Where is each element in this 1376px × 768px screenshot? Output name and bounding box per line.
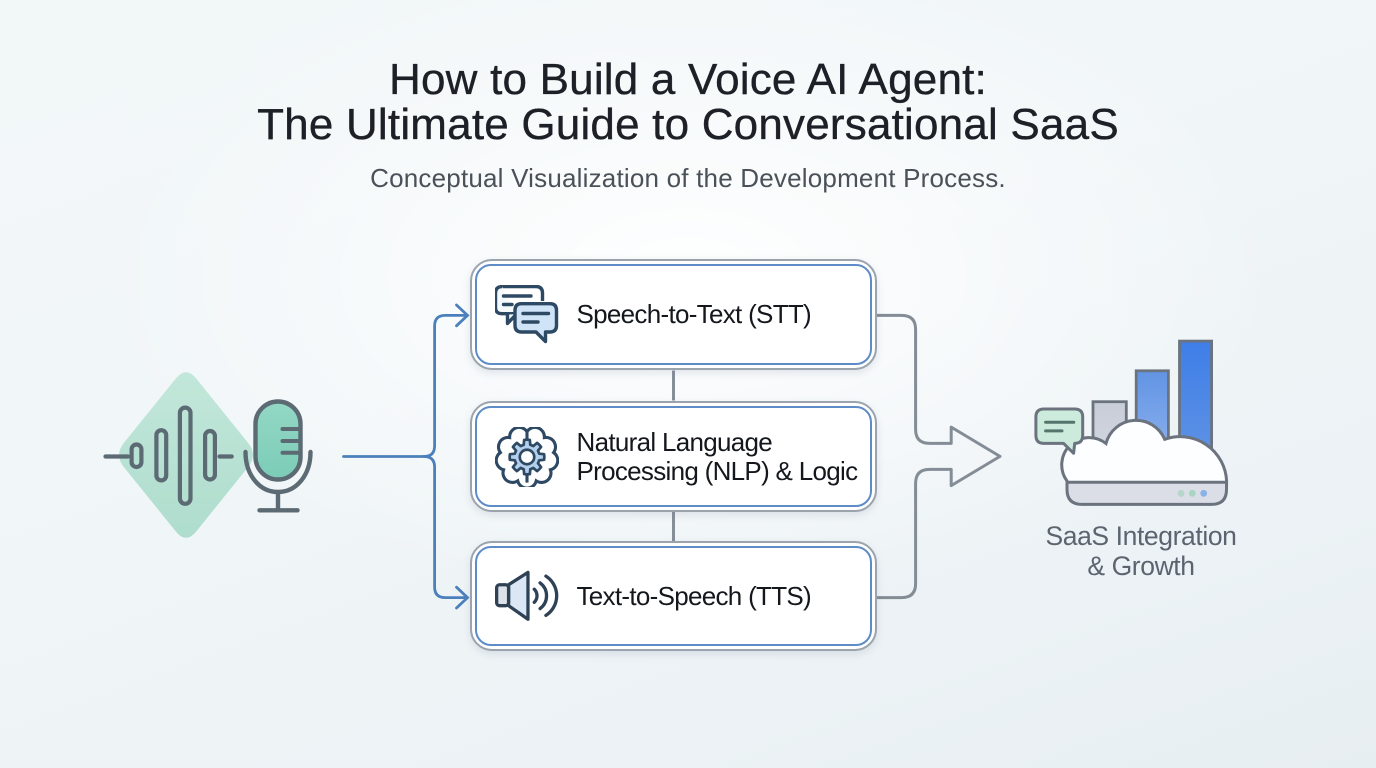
brain-gear-icon (494, 426, 559, 487)
page-title: How to Build a Voice AI Agent: The Ultim… (0, 57, 1376, 147)
step-box-tts: Text-to-Speech (TTS) (470, 541, 877, 651)
arrowhead-tts (455, 585, 470, 610)
title-line-2: The Ultimate Guide to Conversational Saa… (257, 100, 1119, 149)
cloud-growth-icon (1034, 339, 1229, 506)
caption-line-2: & Growth (1087, 550, 1195, 581)
diamond-shape (119, 372, 253, 538)
microphone-icon (243, 399, 313, 513)
cloud-base (1067, 482, 1227, 505)
step-box-stt: Speech-to-Text (STT) (470, 259, 877, 370)
step-box-inner: Natural Language Processing (NLP) & Logi… (475, 406, 872, 507)
page-subtitle: Conceptual Visualization of the Developm… (370, 163, 1006, 193)
voice-input-icon (103, 372, 313, 538)
caption-line-1: SaaS Integration (1045, 521, 1237, 551)
step-box-nlp: Natural Language Processing (NLP) & Logi… (470, 401, 877, 512)
arrowhead-stt (455, 303, 470, 328)
chat-bubbles-icon (494, 284, 558, 343)
server-dots (1177, 489, 1208, 497)
speaker-sound-waves-icon (494, 570, 558, 621)
input-connectors (342, 303, 470, 610)
output-caption: SaaS Integration & Growth (1013, 521, 1269, 581)
step-label-stt: Speech-to-Text (STT) (576, 299, 812, 329)
step-label-tts: Text-to-Speech (TTS) (576, 580, 812, 611)
title-line-1: How to Build a Voice AI Agent: (389, 55, 987, 104)
step-label-nlp: Natural Language Processing (NLP) & Logi… (576, 426, 859, 486)
step-box-inner: Text-to-Speech (TTS) (475, 546, 872, 646)
output-arrow (875, 313, 1002, 600)
waveform-icon (103, 405, 234, 506)
chat-bubble-mint-icon (1034, 407, 1085, 455)
step-box-inner: Speech-to-Text (STT) (475, 264, 872, 365)
